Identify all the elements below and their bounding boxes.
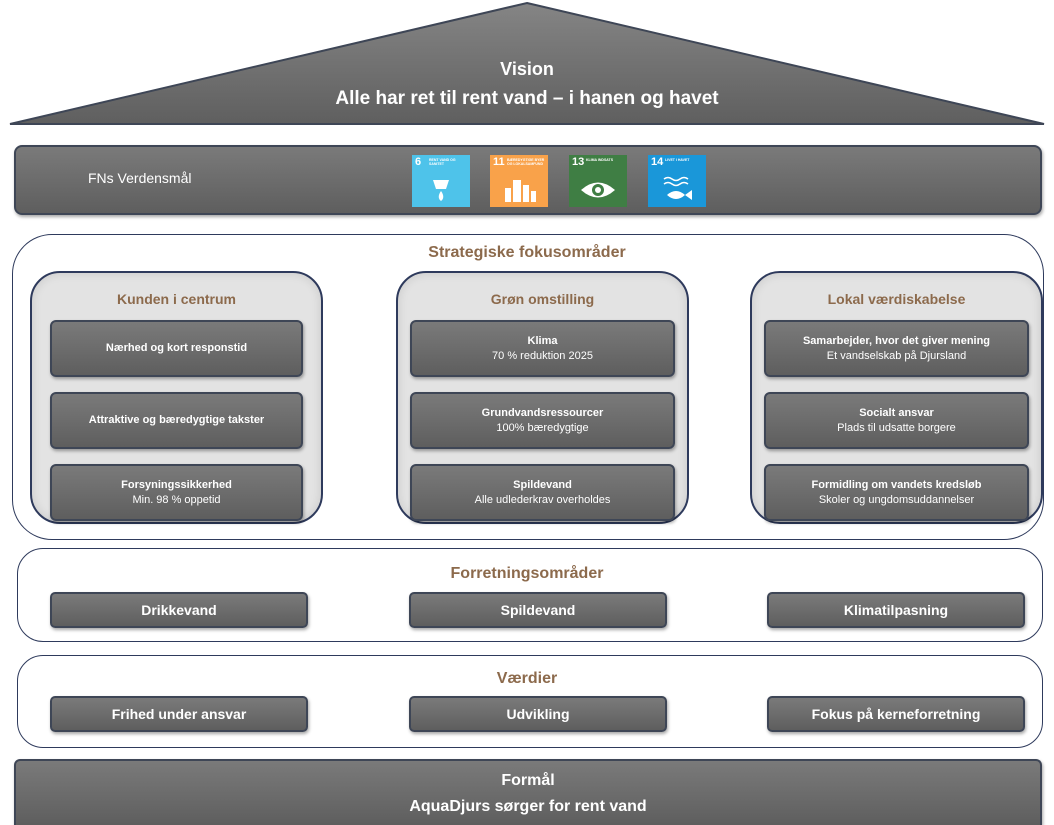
focus-card: Forsyningssikkerhed Min. 98 % oppetid (50, 464, 303, 521)
business-item: Drikkevand (50, 592, 308, 628)
card-subtitle: Skoler og ungdomsuddannelser (818, 493, 975, 506)
card-subtitle: Et vandselskab på Djursland (826, 349, 967, 362)
focus-column-customer: Kunden i centrum Nærhed og kort responst… (30, 271, 323, 524)
card-title: Nærhed og kort responstid (105, 342, 248, 354)
card-title: Klima (527, 334, 558, 347)
roof (9, 1, 1045, 125)
sdg-goal-number: 13 (572, 156, 585, 168)
vision-title: Vision (500, 59, 554, 79)
card-title: Forsyningssikkerhed (121, 478, 232, 491)
card-subtitle: Min. 98 % oppetid (132, 493, 221, 506)
sdg-bar-label: FNs Verdensmål (88, 170, 192, 186)
water-drop-icon (433, 180, 449, 201)
purpose-title: Formål (501, 772, 555, 789)
sdg-goal-text: KLIMA INDSATS (586, 158, 614, 162)
column-title: Kunden i centrum (116, 291, 236, 307)
eye-globe-icon (581, 182, 615, 198)
vision-statement: Alle har ret til rent vand – i hanen og … (335, 88, 719, 109)
values-heading: Værdier (496, 670, 558, 687)
value-item: Frihed under ansvar (50, 696, 308, 732)
sdg-goal-text: LIVET I HAVET (665, 158, 690, 162)
strategy-heading: Strategiske fokusområder (428, 244, 626, 261)
focus-card: Attraktive og bæredygtige takster (50, 392, 303, 449)
card-subtitle: Alle udlederkrav overholdes (474, 493, 611, 506)
card-title: Attraktive og bæredygtige takster (88, 414, 265, 426)
focus-card: Klima 70 % reduktion 2025 (410, 320, 675, 377)
business-item: Klimatilpasning (767, 592, 1025, 628)
sdg-goal-11-tile: 11 BÆREDYGTIGE BYER OG LOKALSAMFUND (490, 155, 548, 207)
card-title: Samarbejder, hvor det giver mening (802, 334, 991, 347)
card-title: Socialt ansvar (859, 406, 934, 419)
focus-card: Grundvandsressourcer 100% bæredygtige (410, 392, 675, 449)
fish-waves-icon (663, 176, 692, 200)
sdg-goal-text: BÆREDYGTIGE BYER OG LOKALSAMFUND (507, 158, 545, 166)
card-subtitle: 100% bæredygtige (496, 421, 589, 434)
sdg-goal-number: 6 (415, 156, 422, 168)
business-item: Spildevand (409, 592, 667, 628)
focus-card: Formidling om vandets kredsløb Skoler og… (764, 464, 1029, 521)
value-item: Fokus på kerneforretning (767, 696, 1025, 732)
card-subtitle: Plads til udsatte borgere (837, 421, 956, 434)
card-subtitle: 70 % reduktion 2025 (492, 349, 593, 362)
card-title: Grundvandsressourcer (481, 406, 604, 419)
focus-card: Socialt ansvar Plads til udsatte borgere (764, 392, 1029, 449)
focus-card: Nærhed og kort responstid (50, 320, 303, 377)
purpose-base: Formål AquaDjurs sørger for rent vand (14, 759, 1042, 825)
value-item: Udvikling (409, 696, 667, 732)
sdg-goal-number: 11 (493, 156, 505, 168)
sdg-goal-number: 14 (651, 156, 664, 168)
sdg-bar: FNs Verdensmål 6 RENT VAND OG SANITET 11… (14, 145, 1042, 215)
sdg-goal-13-tile: 13 KLIMA INDSATS (569, 155, 627, 207)
card-title: Spildevand (513, 478, 572, 491)
sdg-goal-14-tile: 14 LIVET I HAVET (648, 155, 706, 207)
sdg-goal-text: RENT VAND OG SANITET (429, 158, 456, 166)
purpose-statement: AquaDjurs sørger for rent vand (409, 798, 647, 815)
focus-column-local: Lokal værdiskabelse Samarbejder, hvor de… (750, 271, 1043, 524)
business-heading: Forretningsområder (450, 565, 604, 582)
focus-card: Spildevand Alle udlederkrav overholdes (410, 464, 675, 521)
column-title: Lokal værdiskabelse (827, 291, 966, 307)
column-title: Grøn omstilling (490, 291, 595, 307)
city-buildings-icon (505, 180, 536, 202)
focus-card: Samarbejder, hvor det giver mening Et va… (764, 320, 1029, 377)
card-title: Formidling om vandets kredsløb (811, 478, 982, 491)
focus-column-green: Grøn omstilling Klima 70 % reduktion 202… (396, 271, 689, 524)
sdg-goal-6-tile: 6 RENT VAND OG SANITET (412, 155, 470, 207)
